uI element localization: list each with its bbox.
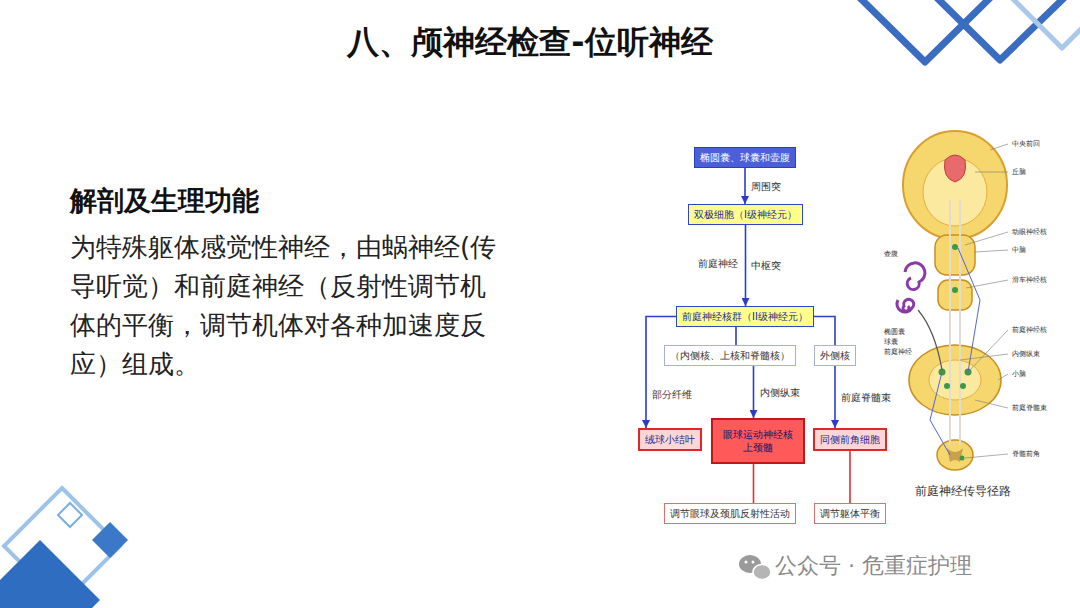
edge-label: 前庭脊髓束 [840,391,892,404]
process-box: 调节眼球及颈肌反射性活动 [664,503,796,524]
anatomy-label: 球囊 [884,338,898,346]
process-box: 椭圆囊、球囊和壶腹 [694,147,796,168]
connector [745,225,747,306]
corner-pattern [0,488,128,608]
process-box: 前庭神经核群（II级神经元） [676,306,814,327]
connector [849,451,851,503]
anatomy-label: 内侧纵束 [1012,350,1040,358]
connector [753,464,755,503]
process-box: 绒球小结叶 [638,428,702,451]
box-text: 同侧前角细胞 [820,433,880,446]
edge-label: 部分纤维 [651,388,693,401]
edge-label: 内侧纵束 [759,386,801,399]
anatomy-label: 前庭神经 [884,348,912,356]
corner-pattern [858,0,1080,62]
process-box: 双极细胞（I级神经元） [688,204,803,225]
connector [646,317,676,429]
anatomy-label: 滑车神经核 [1012,276,1047,284]
process-box: 外侧核 [814,345,856,366]
anatomy-label: 壶腹 [884,250,898,258]
anatomy-label: 中央前回 [1012,140,1040,148]
box-text: 眼球运动神经核 上颈髓 [718,428,798,454]
box-text: 外侧核 [820,349,850,362]
leader-lines [960,144,1008,458]
anatomy-label: 中脑 [1012,246,1026,254]
watermark: 公众号 · 危重症护理 [775,552,972,580]
connector [753,366,755,418]
box-text: 椭圆囊、球囊和壶腹 [700,151,790,164]
section-heading: 解剖及生理功能 [70,183,259,219]
box-text: 双极细胞（I级神经元） [694,208,797,221]
box-text: （内侧核、上核和脊髓核） [670,349,790,362]
box-text: 调节眼球及颈肌反射性活动 [670,507,790,520]
process-box: 调节躯体平衡 [814,503,886,524]
slide-title: 八、颅神经检查-位听神经 [0,20,1060,64]
edge-label: 中枢突 [750,259,782,272]
box-text: 绒球小结叶 [645,433,695,446]
connector [814,317,835,346]
edge-label: 周围突 [750,180,782,193]
anatomy-label: 前庭神经核 [1012,326,1047,334]
wechat-icon [739,555,771,580]
anatomy-label: 前庭脊髓束 [1012,404,1047,412]
box-text: 前庭神经核群（II级神经元） [682,310,808,323]
anatomy-label: 动眼神经核 [1012,228,1047,236]
connector [744,168,746,204]
brain-illustration [897,131,1007,470]
figure-caption: 前庭神经传导径路 [915,484,1011,499]
path-label: 前庭神经 [697,257,739,270]
box-text: 调节躯体平衡 [820,507,880,520]
process-box: 眼球运动神经核 上颈髓 [711,418,805,464]
anatomy-label: 小脑 [1012,370,1026,378]
process-box: 同侧前角细胞 [813,428,887,451]
connector [735,327,737,345]
body-text: 为特殊躯体感觉性神经，由蜗神经(传导听觉）和前庭神经（反射性调节机体的平衡，调节… [70,228,500,384]
anatomy-label: 椭圆囊 [884,328,905,336]
anatomy-label: 丘脑 [1012,168,1026,176]
anatomy-label: 脊髓前角 [1012,450,1040,458]
connector [834,366,836,428]
process-box: （内侧核、上核和脊髓核） [664,345,796,366]
